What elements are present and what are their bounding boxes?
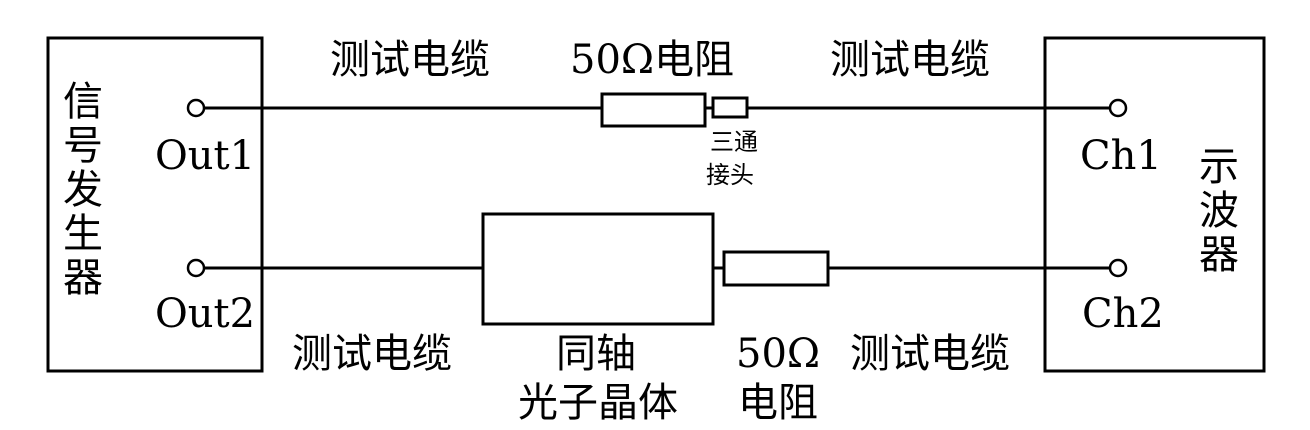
ch2-label: Ch2 [1082,291,1164,337]
bottom-resistor-label-line2: 电阻 [738,380,818,426]
tee-connector [711,96,749,119]
ch1-terminal [1108,98,1128,118]
oscilloscope-label: 示波器 [1199,144,1239,278]
signal-generator-label: 信号发生器 [63,79,103,301]
crystal-label-line1: 同轴 [556,331,636,377]
top-resistor [600,92,707,128]
out1-terminal [186,98,206,118]
top-left-cable-label: 测试电缆 [330,37,490,83]
tee-connector-label-line2: 接头 [706,161,754,189]
out1-label: Out1 [155,133,256,179]
top-resistor-label: 50Ω电阻 [570,37,735,83]
bottom-right-cable-label: 测试电缆 [850,331,1010,377]
bottom-resistor [722,250,830,287]
out2-terminal [186,258,206,278]
crystal-label-line2: 光子晶体 [518,380,678,426]
out2-label: Out2 [155,291,256,337]
coaxial-photonic-crystal-box [481,212,715,326]
tee-connector-label-line1: 三通 [710,128,758,156]
bottom-left-cable-label: 测试电缆 [292,331,452,377]
ch1-label: Ch1 [1080,133,1162,179]
signal-generator-box [46,36,264,373]
top-right-cable-label: 测试电缆 [830,37,990,83]
oscilloscope-box [1043,36,1266,373]
ch2-terminal [1108,258,1128,278]
bottom-resistor-label-line1: 50Ω [736,331,821,377]
